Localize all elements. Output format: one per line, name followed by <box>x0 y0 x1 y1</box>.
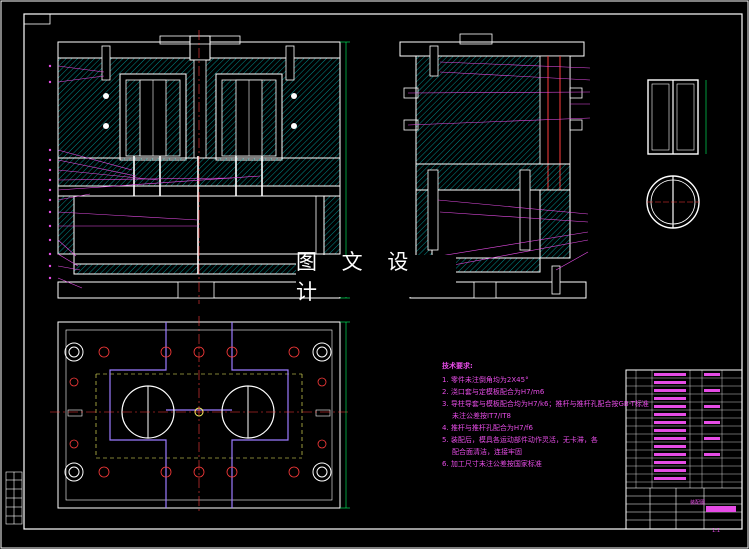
watermark: 图 文 设 计 <box>296 250 456 304</box>
front-section-view <box>48 30 350 304</box>
requirement-item: 6. 加工尺寸未注公差按国家标准 <box>442 458 622 470</box>
requirement-text: 推杆与推杆孔配合为H7/f6 <box>450 424 533 432</box>
requirement-number: 4. <box>442 424 449 432</box>
requirement-number: 6. <box>442 460 449 468</box>
requirement-item: 3. 导柱导套与模板配合均为H7/k6；推杆与推杆孔配合按GB-T标准 <box>442 398 649 410</box>
requirement-text: 加工尺寸未注公差按国家标准 <box>450 460 542 468</box>
requirement-continuation: 未注公差按IT7/IT8 <box>452 412 511 420</box>
part-detail-side <box>647 79 707 155</box>
plan-view <box>50 316 350 512</box>
requirement-number: 2. <box>442 388 449 396</box>
part-detail-top <box>646 175 700 229</box>
requirement-item: 5. 装配后，模具各运动部件动作灵活，无卡滞，各 <box>442 434 622 446</box>
requirement-text: 浇口套与定模板配合为H7/m6 <box>450 388 545 396</box>
title-block-scale-label: 1:1 <box>712 528 721 534</box>
requirement-number: 5. <box>442 436 449 444</box>
revision-table <box>5 471 23 525</box>
requirement-text: 导柱导套与模板配合均为H7/k6；推杆与推杆孔配合按GB-T标准 <box>450 400 649 408</box>
title-block-text <box>654 373 720 480</box>
requirement-item: 4. 推杆与推杆孔配合为H7/f6 <box>442 422 622 434</box>
requirement-item: 2. 浇口套与定模板配合为H7/m6 <box>442 386 622 398</box>
requirement-number: 1. <box>442 376 449 384</box>
requirement-item: 1. 零件未注倒角均为2X45° <box>442 374 622 386</box>
requirement-number: 3. <box>442 400 449 408</box>
technical-requirements: 技术要求: 1. 零件未注倒角均为2X45° 2. 浇口套与定模板配合为H7/m… <box>442 360 649 470</box>
requirement-text: 装配后，模具各运动部件动作灵活，无卡滞，各 <box>450 436 598 444</box>
title-block-sheet-label: 装配图 <box>690 500 706 506</box>
technical-requirements-title: 技术要求: <box>442 362 473 370</box>
requirement-continuation: 配合面清洁，连接牢固 <box>452 448 522 456</box>
requirement-text: 零件未注倒角均为2X45° <box>450 376 529 384</box>
side-section-view <box>399 33 591 299</box>
title-block <box>625 369 743 530</box>
